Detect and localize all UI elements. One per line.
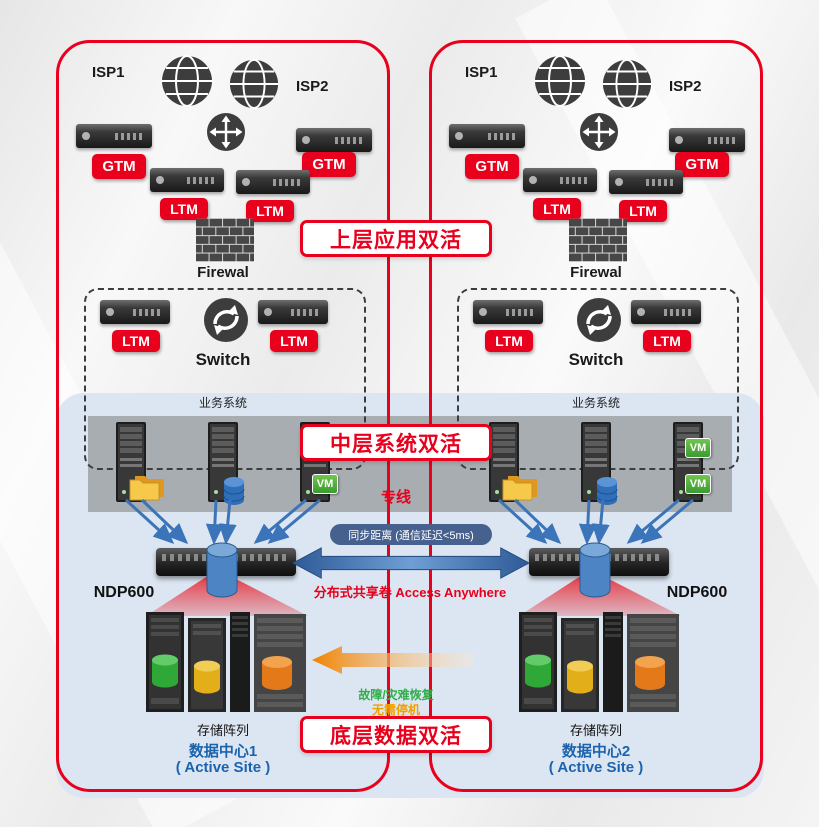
gtm-badge: GTM (92, 154, 146, 179)
network-device (449, 124, 525, 148)
network-device (258, 300, 328, 324)
globe-icon (533, 54, 587, 108)
business-system-label: 业务系统 (198, 396, 247, 410)
isp2-label: ISP2 (669, 78, 702, 95)
active-site-label: ( Active Site ) (175, 759, 271, 776)
business-system-label: 业务系统 (571, 396, 620, 410)
shared-volume-label: 分布式共享卷 Access Anywhere (313, 585, 507, 600)
ltm-badge: LTM (160, 198, 208, 220)
sync-distance-label: 同步距离 (通信延迟<5ms) (330, 524, 492, 545)
network-device (76, 124, 152, 148)
storage-array-icon (146, 610, 308, 714)
shared-volume-cylinder-icon (577, 542, 613, 600)
network-device (236, 170, 310, 194)
datacenter-2: ISP1 ISP2 GTM GTM LTM LTM Firewal LTM LT… (429, 40, 763, 792)
ndp600-label: NDP600 (93, 584, 155, 601)
vm-badge: VM (685, 438, 711, 458)
switch-icon (575, 296, 623, 344)
ltm-badge: LTM (485, 330, 533, 352)
network-device (609, 170, 683, 194)
active-site-label: ( Active Site ) (548, 759, 644, 776)
globe-icon (228, 58, 280, 110)
network-device (473, 300, 543, 324)
vm-badge: VM (685, 474, 711, 494)
firewall-label: Firewal (197, 264, 249, 281)
datacenter-1: ISP1 ISP2 GTM GTM LTM LTM Firewal LTM LT… (56, 40, 390, 792)
network-device (100, 300, 170, 324)
recovery-arrow-icon (312, 646, 474, 674)
isp2-label: ISP2 (296, 78, 329, 95)
ltm-badge: LTM (270, 330, 318, 352)
router-icon (579, 112, 619, 152)
firewall-label: Firewal (570, 264, 622, 281)
ndp600-label: NDP600 (666, 584, 728, 601)
gtm-badge: GTM (465, 154, 519, 179)
firewall-icon (569, 218, 627, 262)
upper-layer-label: 上层应用双活 (300, 220, 492, 257)
sync-arrow-icon (291, 547, 531, 579)
isp1-label: ISP1 (92, 64, 125, 81)
network-device (523, 168, 597, 192)
network-device (150, 168, 224, 192)
dedicated-line-label: 专线 (380, 489, 411, 506)
router-icon (206, 112, 246, 152)
vm-badge: VM (312, 474, 338, 494)
globe-icon (601, 58, 653, 110)
bottom-layer-label: 底层数据双活 (300, 716, 492, 753)
switch-icon (202, 296, 250, 344)
ltm-badge: LTM (643, 330, 691, 352)
isp1-label: ISP1 (465, 64, 498, 81)
middle-layer-label: 中层系统双活 (300, 424, 492, 461)
firewall-icon (196, 218, 254, 262)
storage-array-icon (519, 610, 681, 714)
network-device (631, 300, 701, 324)
switch-label: Switch (195, 350, 251, 369)
network-device (296, 128, 372, 152)
gtm-badge: GTM (302, 152, 356, 177)
network-device (669, 128, 745, 152)
recovery-label-line1: 故障/灾难恢复 (358, 688, 434, 702)
shared-volume-cylinder-icon (204, 542, 240, 600)
ltm-badge: LTM (112, 330, 160, 352)
gtm-badge: GTM (675, 152, 729, 177)
ltm-badge: LTM (533, 198, 581, 220)
globe-icon (160, 54, 214, 108)
recovery-label-line2: 无需停机 (371, 703, 420, 717)
switch-label: Switch (568, 350, 624, 369)
